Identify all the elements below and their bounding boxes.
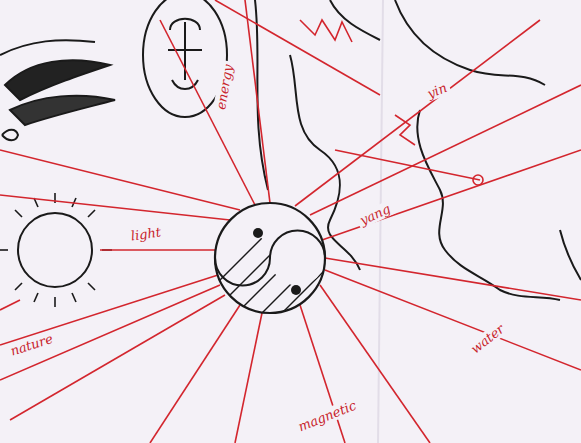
line-label: water bbox=[465, 319, 509, 358]
ink-stroke bbox=[310, 85, 581, 215]
sun-rays bbox=[0, 193, 112, 307]
ink-stroke bbox=[0, 300, 20, 310]
ink-stroke bbox=[300, 20, 352, 42]
ink-stroke bbox=[325, 258, 581, 300]
ink-stroke bbox=[72, 293, 76, 302]
ink-stroke bbox=[18, 213, 92, 287]
ink-stroke bbox=[417, 110, 560, 300]
yin-yang bbox=[200, 200, 345, 345]
ink-stroke bbox=[15, 283, 22, 290]
ink-stroke bbox=[245, 0, 270, 203]
ink-stroke bbox=[215, 230, 325, 285]
ink-stroke bbox=[560, 230, 581, 280]
ink-stroke bbox=[0, 249, 8, 251]
line-label: light bbox=[127, 224, 165, 244]
ink-stroke bbox=[335, 150, 480, 180]
line-label: yin bbox=[422, 78, 452, 102]
ink-stroke bbox=[322, 150, 581, 240]
ink-stroke bbox=[0, 275, 218, 345]
ink-stroke bbox=[395, 115, 415, 145]
ink-stroke bbox=[215, 203, 325, 313]
ink-stroke bbox=[168, 19, 202, 89]
ink-stroke bbox=[160, 20, 255, 205]
line-label: nature bbox=[6, 330, 58, 360]
ink-stroke bbox=[325, 270, 581, 370]
ink-stroke bbox=[150, 305, 240, 443]
ink-stroke bbox=[235, 313, 262, 443]
ink-drawing bbox=[0, 0, 581, 300]
ink-stroke bbox=[88, 210, 95, 217]
ink-stroke bbox=[10, 295, 225, 420]
ink-stroke bbox=[200, 200, 345, 345]
ink-stroke bbox=[10, 96, 115, 125]
ink-stroke bbox=[100, 249, 215, 251]
ink-stroke bbox=[280, 280, 345, 345]
ink-stroke bbox=[291, 285, 301, 295]
ink-stroke bbox=[215, 203, 325, 285]
ink-stroke bbox=[253, 228, 263, 238]
ink-stroke bbox=[88, 283, 95, 290]
line-label: yang bbox=[355, 199, 396, 229]
ink-stroke bbox=[54, 297, 56, 307]
ink-stroke bbox=[15, 210, 22, 217]
ink-stroke bbox=[473, 175, 483, 185]
ink-stroke bbox=[0, 150, 240, 210]
ink-stroke bbox=[5, 60, 110, 100]
ink-stroke bbox=[295, 20, 540, 206]
ink-stroke bbox=[2, 130, 18, 141]
line-label: energy bbox=[213, 60, 237, 113]
ink-stroke bbox=[0, 40, 95, 55]
ink-stroke bbox=[0, 285, 220, 380]
ink-stroke bbox=[215, 0, 380, 95]
paper-fold bbox=[378, 0, 383, 443]
ink-stroke bbox=[34, 293, 38, 302]
line-label: magnetic bbox=[293, 396, 361, 435]
ink-stroke bbox=[0, 195, 230, 220]
